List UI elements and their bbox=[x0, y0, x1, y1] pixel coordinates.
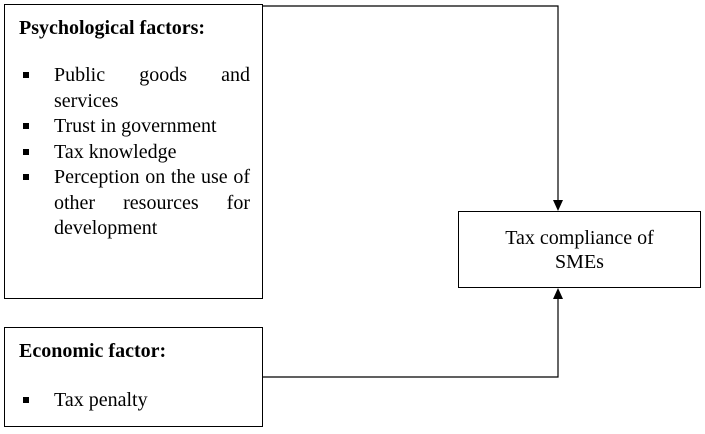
psychological-to-outcome-connector bbox=[263, 5, 559, 203]
square-bullet-icon bbox=[23, 123, 29, 129]
economic-factor-heading: Economic factor: bbox=[19, 340, 167, 362]
square-bullet-icon bbox=[23, 72, 29, 78]
list-item: Perception on the use of other resources… bbox=[19, 165, 250, 242]
list-item: Trust in government bbox=[19, 114, 250, 140]
square-bullet-icon bbox=[23, 397, 29, 403]
list-item-label: Tax knowledge bbox=[54, 140, 177, 163]
economic-factor-list: Tax penalty bbox=[19, 388, 250, 414]
psychological-factors-heading: Psychological factors: bbox=[19, 17, 206, 39]
list-item-label: Tax penalty bbox=[54, 389, 148, 411]
psychological-factors-list: Public goods and services Trust in gover… bbox=[19, 63, 250, 242]
tax-compliance-box: Tax compliance of SMEs bbox=[458, 211, 701, 288]
list-item-label: Perception on the use of other resources… bbox=[54, 166, 250, 239]
economic-to-outcome-connector bbox=[263, 297, 559, 378]
tax-compliance-label: Tax compliance of SMEs bbox=[505, 226, 654, 273]
economic-factor-box: Economic factor: Tax penalty bbox=[4, 327, 263, 427]
square-bullet-icon bbox=[23, 174, 29, 180]
psychological-factors-box: Psychological factors: Public goods and … bbox=[4, 4, 263, 299]
arrowhead-down-icon bbox=[553, 200, 563, 211]
list-item-label: Trust in government bbox=[54, 115, 217, 137]
list-item: Tax knowledge bbox=[19, 140, 250, 166]
list-item: Tax penalty bbox=[19, 388, 250, 414]
arrowhead-up-icon bbox=[553, 288, 563, 299]
list-item-label: Public goods and services bbox=[54, 64, 250, 112]
square-bullet-icon bbox=[23, 148, 29, 155]
list-item: Public goods and services bbox=[19, 63, 250, 114]
